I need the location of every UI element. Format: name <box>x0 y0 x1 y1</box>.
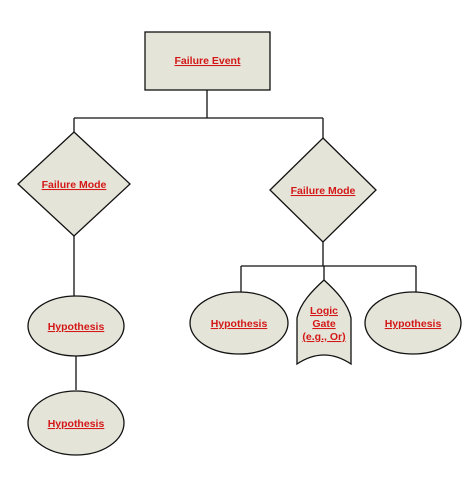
left-hypothesis-1-ellipse <box>27 295 125 357</box>
right-hypothesis-2-label: Hypothesis <box>385 318 442 330</box>
connectors <box>73 90 417 390</box>
left-failure-mode-label: Failure Mode <box>42 179 107 191</box>
right-failure-mode-label: Failure Mode <box>291 185 356 197</box>
failure-event-label: Failure Event <box>175 55 241 67</box>
or-gate-shape <box>296 279 352 366</box>
logic-gate-label-line-3: (e.g., Or) <box>302 331 345 343</box>
left-failure-mode-diamond <box>17 131 131 237</box>
right-failure-mode-diamond <box>269 137 377 243</box>
failure-event-box <box>144 31 271 91</box>
logic-gate-node: Logic Gate (e.g., Or) <box>296 279 352 366</box>
right-hypothesis-2-ellipse <box>364 291 462 355</box>
right-hypothesis-2-node: Hypothesis <box>364 291 462 355</box>
logic-gate-label-line-2: Gate <box>312 318 336 330</box>
right-hypothesis-1-node: Hypothesis <box>189 291 289 355</box>
right-hypothesis-1-label: Hypothesis <box>211 318 268 330</box>
right-hypothesis-1-ellipse <box>189 291 289 355</box>
left-hypothesis-2-label: Hypothesis <box>48 418 105 430</box>
left-hypothesis-2-ellipse <box>27 390 125 456</box>
right-failure-mode-node: Failure Mode <box>269 137 377 243</box>
left-failure-mode-node: Failure Mode <box>17 131 131 237</box>
failure-event-node: Failure Event <box>144 31 271 91</box>
logic-gate-label-line-1: Logic <box>310 305 338 317</box>
left-hypothesis-1-node: Hypothesis <box>27 295 125 357</box>
left-hypothesis-1-label: Hypothesis <box>48 321 105 333</box>
left-hypothesis-2-node: Hypothesis <box>27 390 125 456</box>
